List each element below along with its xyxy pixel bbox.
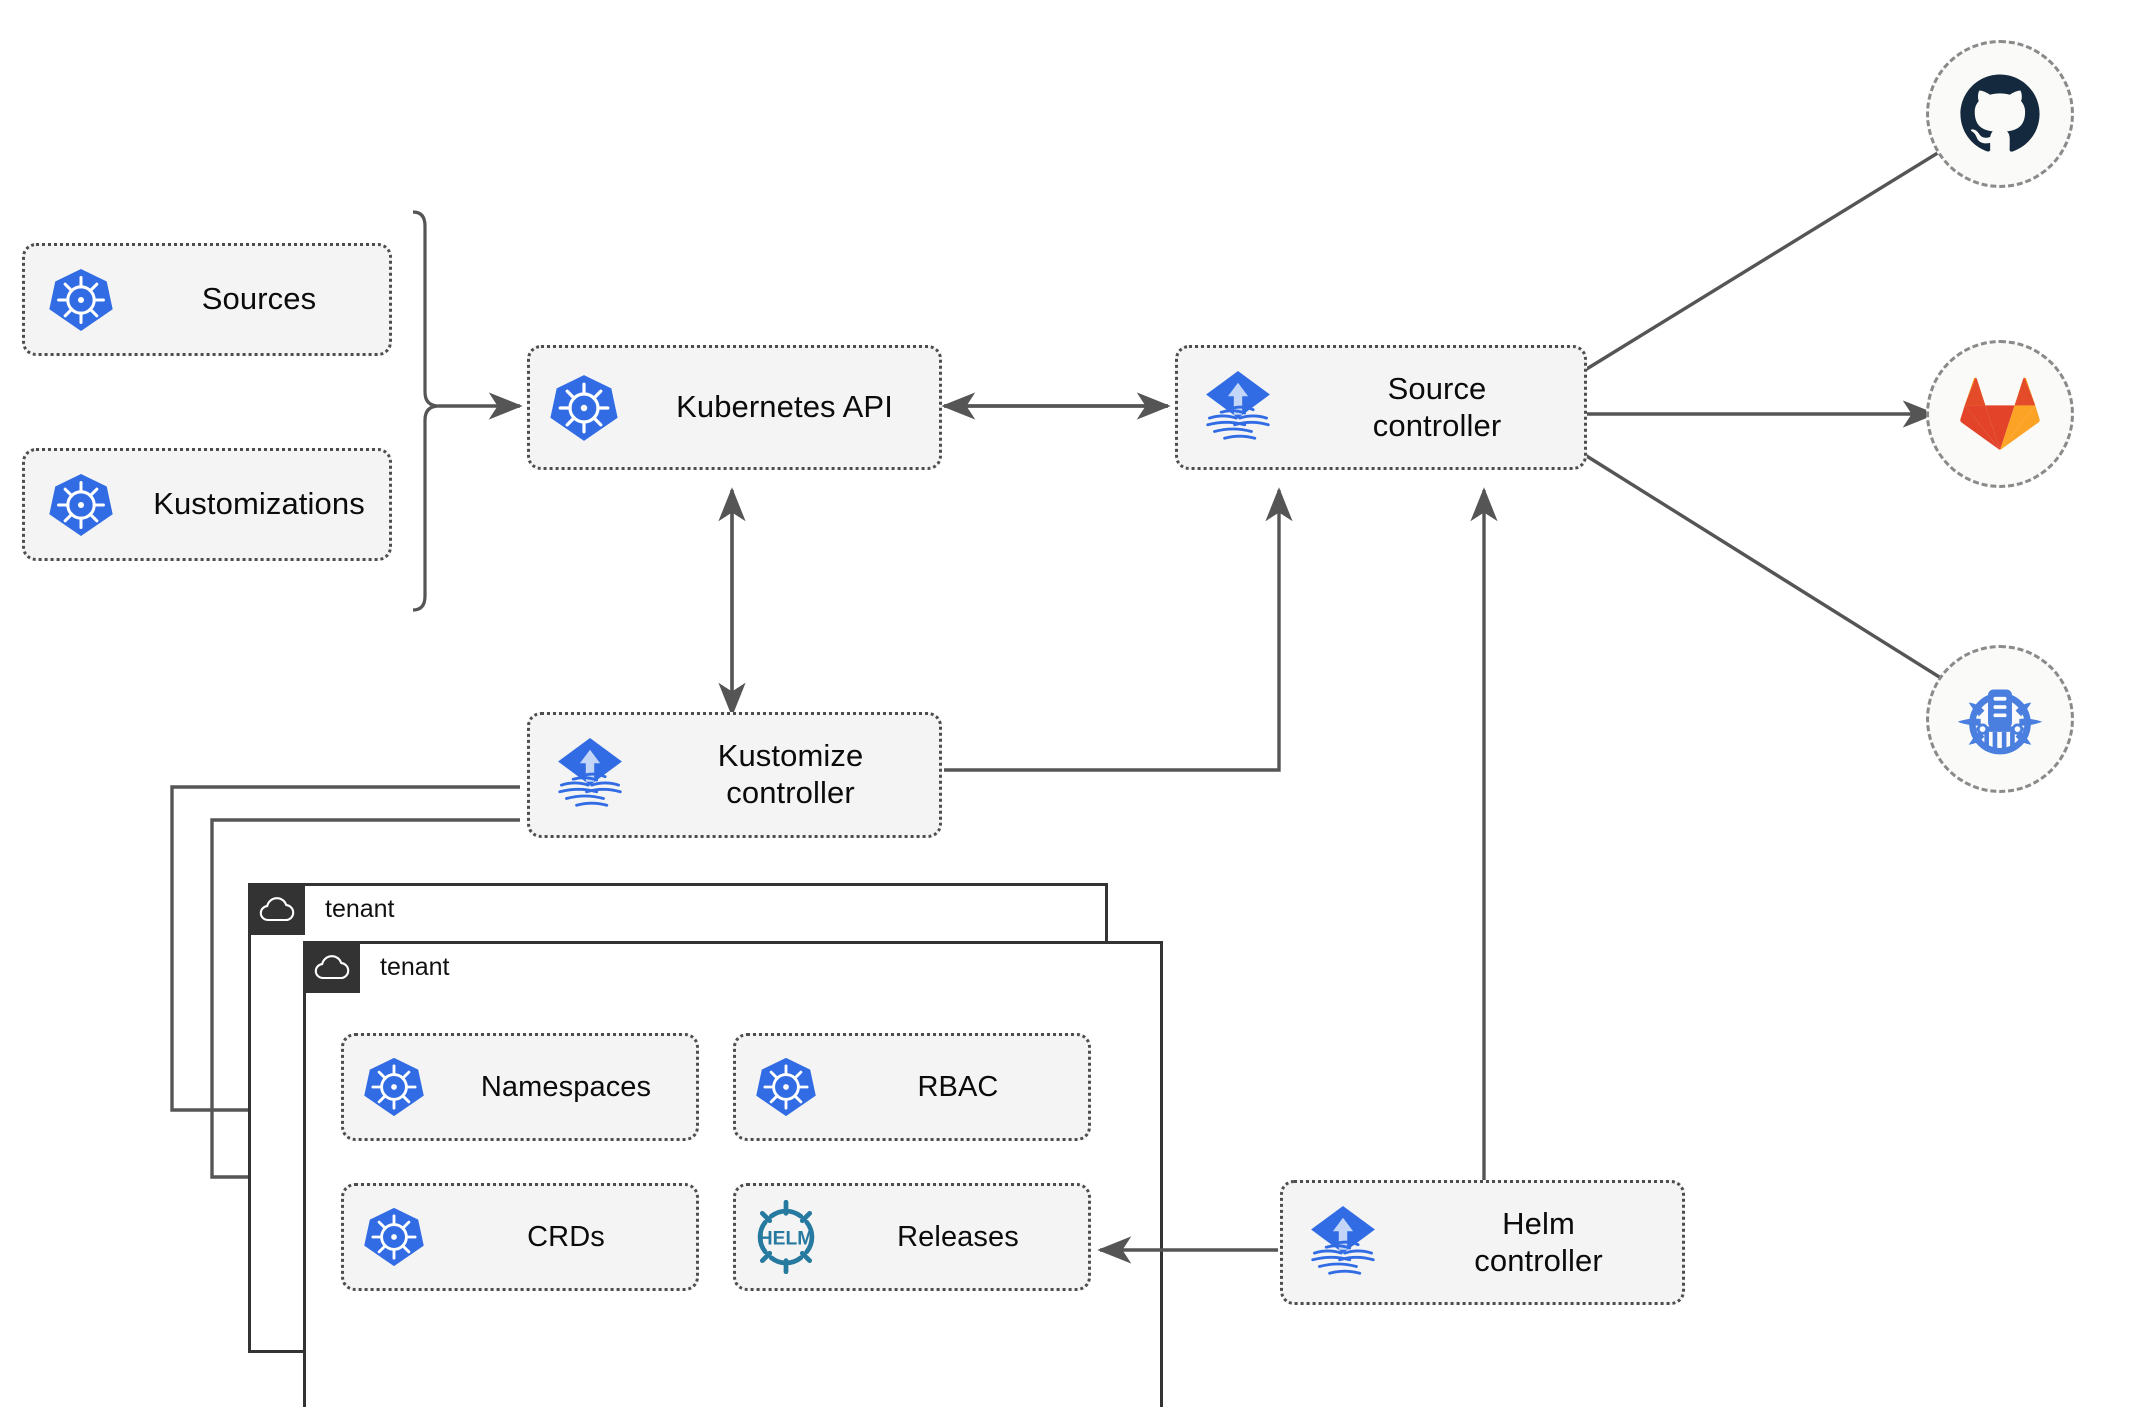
node-helm-controller[interactable]: Helm controller (1280, 1180, 1685, 1305)
node-kubernetes-api[interactable]: Kubernetes API (527, 345, 942, 470)
kubernetes-icon (25, 472, 137, 538)
kubernetes-icon (344, 1056, 444, 1118)
wire-source-to-github (1584, 120, 1991, 372)
node-label: CRDs (527, 1220, 605, 1253)
kubernetes-icon (736, 1056, 836, 1118)
flux-icon (530, 733, 650, 817)
node-label: Kubernetes API (676, 389, 893, 425)
kubernetes-icon (25, 267, 137, 333)
flux-icon (1283, 1201, 1403, 1285)
node-kustomizations[interactable]: Kustomizations (22, 448, 392, 561)
wire-source-to-harbor (1584, 453, 1979, 702)
node-label: Namespaces (480, 1070, 652, 1103)
group-bracket (412, 210, 440, 612)
kubernetes-icon (344, 1206, 444, 1268)
tenant-frame-front: tenant (303, 941, 1163, 1407)
svg-text:HELM: HELM (759, 1228, 814, 1249)
node-label: Helm controller (1474, 1205, 1603, 1278)
provider-gitlab[interactable] (1926, 340, 2074, 488)
github-icon (1960, 74, 2040, 152)
provider-github[interactable] (1926, 40, 2074, 188)
helm-icon: HELM (736, 1200, 836, 1274)
wire-kustomize-to-source (944, 487, 1293, 772)
node-label: Kustomize controller (717, 738, 864, 810)
node-source-controller[interactable]: Source controller (1175, 345, 1587, 470)
tenant-header-front: tenant (303, 941, 450, 993)
node-releases[interactable]: HELM Releases (733, 1183, 1091, 1291)
node-label: RBAC (917, 1070, 999, 1103)
harbor-icon (1957, 689, 2043, 755)
provider-harbor[interactable] (1926, 645, 2074, 793)
node-kustomize-controller[interactable]: Kustomize controller (527, 712, 942, 838)
cloud-icon (248, 883, 305, 935)
node-label: Source controller (1372, 370, 1502, 443)
node-sources[interactable]: Sources (22, 243, 392, 356)
tenant-name-back: tenant (325, 895, 395, 923)
node-crds[interactable]: CRDs (341, 1183, 699, 1291)
kubernetes-icon (530, 373, 638, 443)
tenant-name-front: tenant (380, 953, 450, 981)
node-label: Releases (897, 1220, 1019, 1253)
wire-kustomize-to-tenant-back (170, 785, 520, 1124)
node-rbac[interactable]: RBAC (733, 1033, 1091, 1141)
cloud-icon (303, 941, 360, 993)
gitlab-icon (1960, 377, 2040, 451)
node-label: Kustomizations (153, 486, 365, 522)
tenant-header-back: tenant (248, 883, 395, 935)
node-namespaces[interactable]: Namespaces (341, 1033, 699, 1141)
flux-icon (1178, 366, 1298, 450)
node-label: Sources (201, 281, 317, 317)
